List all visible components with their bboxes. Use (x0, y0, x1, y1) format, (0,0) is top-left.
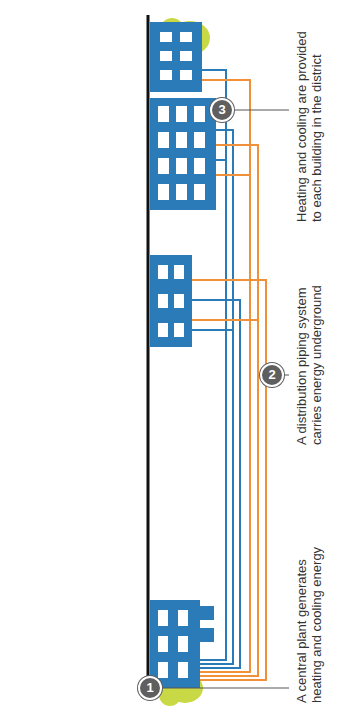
caption-text: Heating and cooling are provided to each… (294, 22, 324, 222)
ground-line (147, 15, 150, 692)
callout-number: 1 (138, 676, 162, 700)
callout-number: 3 (210, 98, 234, 122)
heating-pipes (190, 80, 266, 680)
caption-text: A distribution piping system carries ene… (294, 285, 324, 445)
leader-line (160, 110, 289, 688)
callout-number: 2 (260, 363, 284, 387)
building (150, 22, 216, 347)
central-plant (150, 600, 214, 688)
caption-text: A central plant generates heating and co… (294, 543, 324, 703)
